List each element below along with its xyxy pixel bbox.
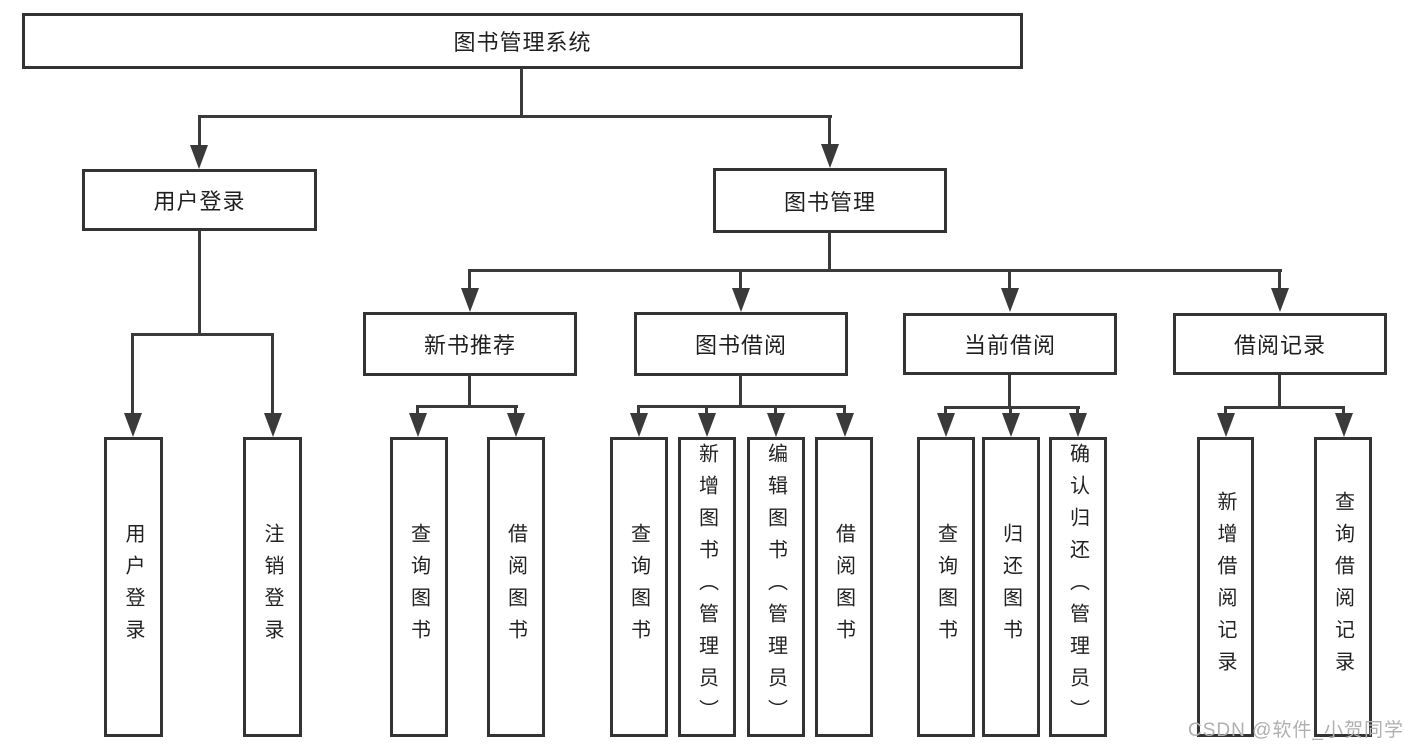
leaf-logout: 注销登录 bbox=[243, 437, 302, 737]
connector-stem-cb3 bbox=[1076, 406, 1079, 415]
node-borrow-record: 借阅记录 bbox=[1173, 313, 1387, 375]
arrowhead-leaf-user-login bbox=[124, 413, 142, 437]
leaf-user-login: 用户登录 bbox=[104, 437, 163, 737]
connector-bookmgmt-split bbox=[468, 269, 1282, 272]
connector-stem-book-borrow bbox=[739, 269, 742, 289]
leaf-logout-label: 注销登录 bbox=[261, 523, 283, 651]
connector-newbook-trunk bbox=[468, 375, 471, 408]
connector-stem-leaf-user-login bbox=[131, 333, 134, 414]
connector-stem-bb2 bbox=[705, 405, 708, 415]
connector-borrowrecord-split bbox=[1224, 406, 1345, 409]
arrowhead-cb1 bbox=[937, 413, 955, 437]
node-root-label: 图书管理系统 bbox=[453, 30, 592, 55]
node-book-borrow: 图书借阅 bbox=[634, 312, 848, 376]
connector-bookborrow-split bbox=[637, 405, 846, 408]
connector-stem-newbook-query bbox=[416, 405, 419, 415]
arrowhead-cb2 bbox=[1002, 413, 1020, 437]
arrowhead-leaf-logout bbox=[264, 413, 282, 437]
node-user-login-label: 用户登录 bbox=[153, 189, 246, 214]
connector-stem-borrow-record bbox=[1278, 269, 1281, 289]
connector-stem-bb3 bbox=[774, 405, 777, 415]
leaf-current-confirm-admin: 确认归还（管理员） bbox=[1049, 437, 1107, 737]
leaf-borrow-edit-admin: 编辑图书（管理员） bbox=[747, 437, 805, 737]
connector-root-trunk bbox=[520, 68, 523, 117]
connector-borrowrecord-trunk bbox=[1278, 375, 1281, 409]
connector-bookborrow-trunk bbox=[739, 375, 742, 408]
connector-stem-cb2 bbox=[1009, 406, 1012, 415]
leaf-borrow-query: 查询图书 bbox=[610, 437, 668, 737]
node-user-login: 用户登录 bbox=[82, 169, 317, 231]
node-root: 图书管理系统 bbox=[22, 13, 1023, 69]
connector-stem-new-book bbox=[468, 269, 471, 289]
leaf-borrow-query-label: 查询图书 bbox=[627, 523, 650, 651]
arrowhead-newbook-query bbox=[409, 413, 427, 437]
arrowhead-br1 bbox=[1217, 413, 1235, 437]
arrowhead-bb1 bbox=[630, 413, 648, 437]
connector-currentborrow-trunk bbox=[1008, 375, 1011, 409]
leaf-borrow-edit-admin-label: 编辑图书（管理员） bbox=[764, 443, 787, 731]
arrowhead-user-login bbox=[190, 145, 208, 169]
connector-stem-br1 bbox=[1224, 406, 1227, 415]
connector-stem-cb1 bbox=[944, 406, 947, 415]
connector-root-split bbox=[198, 115, 832, 118]
leaf-record-add-label: 新增借阅记录 bbox=[1214, 491, 1236, 683]
leaf-borrow-book: 借阅图书 bbox=[815, 437, 873, 737]
leaf-borrow-add-admin: 新增图书（管理员） bbox=[678, 437, 736, 737]
leaf-current-return-label: 归还图书 bbox=[999, 523, 1022, 651]
connector-stem-current-borrow bbox=[1008, 269, 1011, 289]
leaf-borrow-add-admin-label: 新增图书（管理员） bbox=[695, 443, 718, 731]
arrowhead-book-borrow bbox=[732, 288, 750, 312]
csdn-watermark: CSDN @软件_小贺同学 bbox=[1188, 720, 1404, 741]
leaf-record-query-label: 查询借阅记录 bbox=[1331, 491, 1354, 683]
arrowhead-new-book bbox=[461, 288, 479, 312]
leaf-current-return: 归还图书 bbox=[982, 437, 1040, 737]
leaf-newbook-borrow-label: 借阅图书 bbox=[504, 523, 527, 651]
node-borrow-record-label: 借阅记录 bbox=[1233, 333, 1326, 358]
connector-userlogin-trunk bbox=[198, 230, 201, 336]
connector-stem-bb4 bbox=[843, 405, 846, 415]
leaf-current-query: 查询图书 bbox=[917, 437, 975, 737]
arrowhead-current-borrow bbox=[1001, 288, 1019, 312]
connector-stem-br2 bbox=[1342, 406, 1345, 415]
leaf-newbook-query: 查询图书 bbox=[390, 437, 448, 737]
leaf-user-login-label: 用户登录 bbox=[122, 523, 144, 651]
connector-bookmgmt-trunk bbox=[828, 232, 831, 272]
arrowhead-bb4 bbox=[836, 413, 854, 437]
connector-newbook-split bbox=[416, 405, 518, 408]
connector-stem-book-management bbox=[828, 115, 831, 145]
node-current-borrow-label: 当前借阅 bbox=[963, 333, 1056, 358]
connector-currentborrow-split bbox=[944, 406, 1080, 409]
node-book-management-label: 图书管理 bbox=[783, 189, 876, 215]
node-book-borrow-label: 图书借阅 bbox=[694, 333, 787, 358]
leaf-newbook-borrow: 借阅图书 bbox=[487, 437, 545, 737]
leaf-current-confirm-admin-label: 确认归还（管理员） bbox=[1066, 443, 1089, 731]
leaf-current-query-label: 查询图书 bbox=[934, 523, 957, 651]
arrowhead-br2 bbox=[1335, 413, 1353, 437]
node-new-book-recommend: 新书推荐 bbox=[363, 312, 577, 376]
arrowhead-borrow-record bbox=[1271, 288, 1289, 312]
connector-userlogin-split bbox=[131, 333, 274, 336]
connector-stem-user-login bbox=[198, 115, 201, 146]
leaf-borrow-book-label: 借阅图书 bbox=[832, 523, 855, 651]
arrowhead-bb2 bbox=[698, 413, 716, 437]
node-current-borrow: 当前借阅 bbox=[903, 313, 1117, 375]
arrowhead-cb3 bbox=[1069, 413, 1087, 437]
leaf-record-query: 查询借阅记录 bbox=[1314, 437, 1372, 737]
leaf-newbook-query-label: 查询图书 bbox=[407, 523, 430, 651]
connector-stem-newbook-borrow bbox=[514, 405, 517, 415]
arrowhead-newbook-borrow bbox=[507, 413, 525, 437]
connector-stem-leaf-logout bbox=[271, 333, 274, 414]
node-new-book-recommend-label: 新书推荐 bbox=[423, 333, 516, 358]
leaf-record-add: 新增借阅记录 bbox=[1197, 437, 1254, 737]
arrowhead-bb3 bbox=[767, 413, 785, 437]
arrowhead-book-management bbox=[821, 144, 839, 168]
connector-stem-bb1 bbox=[637, 405, 640, 415]
node-book-management: 图书管理 bbox=[713, 168, 947, 233]
